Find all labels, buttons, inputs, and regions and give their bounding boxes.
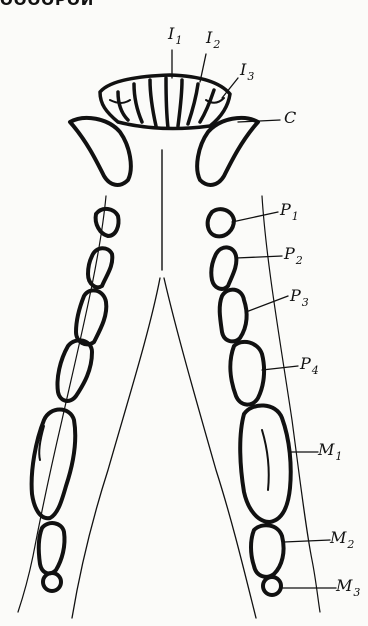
leader-lines [172,50,336,588]
inner-jaw-left [72,278,160,618]
label-i3: I3 [240,62,254,78]
label-m3: M3 [336,578,360,594]
label-p2-sub: 2 [296,255,303,266]
label-m1: M1 [318,442,342,458]
label-m1-base: M [318,440,334,459]
canine-left [70,118,131,185]
label-p3-base: P [290,286,301,305]
label-p1-base: P [280,200,291,219]
label-i2: I2 [206,30,220,46]
incisor-row [100,75,230,129]
label-p1-sub: 1 [292,211,299,222]
label-c-base: C [284,108,296,127]
label-i2-sub: 2 [213,39,220,50]
label-i2-base: I [206,28,212,47]
label-m3-base: M [336,576,352,595]
label-p3: P3 [290,288,309,304]
label-m2-base: M [330,528,346,547]
label-i3-base: I [240,60,246,79]
label-m1-sub: 1 [335,451,342,462]
label-m2-sub: 2 [347,539,354,550]
label-p4: P4 [300,356,319,372]
label-i1-base: I [168,24,174,43]
left-tooth-row [32,209,119,591]
label-p2-base: P [284,244,295,263]
label-i1-sub: 1 [175,35,182,46]
label-i1: I1 [168,26,182,42]
label-m3-sub: 3 [353,587,360,598]
label-m2: M2 [330,530,354,546]
label-c: C [284,110,296,126]
label-p2: P2 [284,246,303,262]
label-i3-sub: 3 [247,71,254,82]
label-p3-sub: 3 [302,297,309,308]
label-p4-base: P [300,354,311,373]
label-p4-sub: 4 [312,365,319,376]
label-p1: P1 [280,202,299,218]
right-tooth-row [208,209,291,595]
